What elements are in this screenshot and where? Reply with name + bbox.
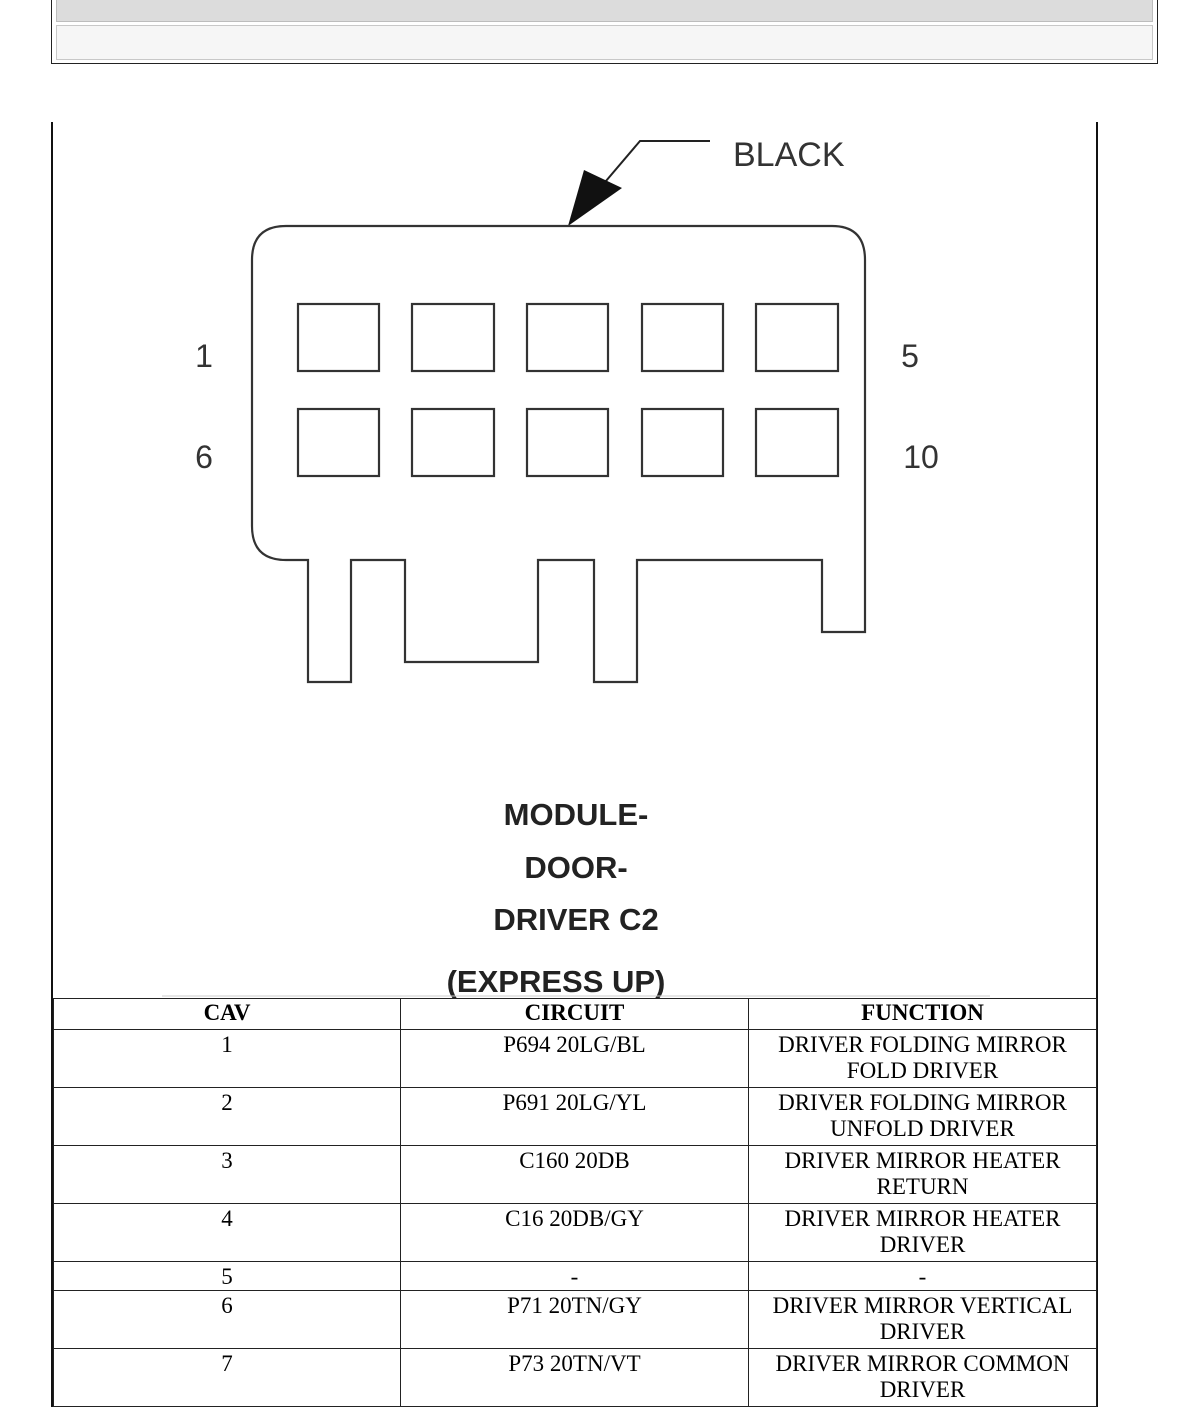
label-arrow: [568, 170, 622, 226]
pin-label-5: 5: [901, 338, 919, 374]
cavity-7: [410, 407, 496, 478]
header-frame: [51, 0, 1158, 64]
table-row: 5 - -: [53, 1261, 1097, 1291]
cavity-10: [754, 407, 840, 478]
table-row: 6 P71 20TN/GY DRIVER MIRROR VERTICAL DRI…: [53, 1290, 1097, 1349]
cavity-2: [410, 302, 496, 373]
cavity-9: [640, 407, 725, 478]
content-frame: [51, 122, 1098, 1407]
table-row: 1 P694 20LG/BL DRIVER FOLDING MIRROR FOL…: [53, 1029, 1097, 1088]
cavity-1: [296, 302, 381, 373]
cell-cav: 2: [53, 1087, 401, 1146]
table-row: 2 P691 20LG/YL DRIVER FOLDING MIRROR UNF…: [53, 1087, 1097, 1146]
cell-function: DRIVER MIRROR VERTICAL DRIVER: [748, 1290, 1097, 1349]
pin-label-10: 10: [903, 439, 939, 475]
header-row: [56, 25, 1153, 60]
table-row: 7 P73 20TN/VT DRIVER MIRROR COMMON DRIVE…: [53, 1348, 1097, 1407]
cell-circuit: -: [400, 1261, 749, 1291]
table-row: 3 C160 20DB DRIVER MIRROR HEATER RETURN: [53, 1145, 1097, 1204]
cavity-3: [525, 302, 610, 373]
cell-function: DRIVER MIRROR COMMON DRIVER: [748, 1348, 1097, 1407]
connector-body: [250, 224, 867, 684]
cell-function: DRIVER MIRROR HEATER RETURN: [748, 1145, 1097, 1204]
caption-line-3: DRIVER C2: [493, 902, 658, 937]
connector-color-label: BLACK: [733, 136, 845, 174]
cell-cav: 5: [53, 1261, 401, 1291]
header-cav: CAV: [53, 998, 401, 1030]
cell-cav: 3: [53, 1145, 401, 1204]
cavity-6: [296, 407, 381, 478]
pin-label-6: 6: [195, 439, 213, 475]
cell-cav: 7: [53, 1348, 401, 1407]
header-circuit: CIRCUIT: [400, 998, 749, 1030]
table-row: 4 C16 20DB/GY DRIVER MIRROR HEATER DRIVE…: [53, 1203, 1097, 1262]
cell-circuit: P691 20LG/YL: [400, 1087, 749, 1146]
cell-cav: 6: [53, 1290, 401, 1349]
cell-function: -: [748, 1261, 1097, 1291]
cell-cav: 4: [53, 1203, 401, 1262]
cavity-5: [754, 302, 840, 373]
cell-circuit: P71 20TN/GY: [400, 1290, 749, 1349]
cavity-4: [640, 302, 725, 373]
cell-circuit: C16 20DB/GY: [400, 1203, 749, 1262]
table-header-row: CAV CIRCUIT FUNCTION: [53, 998, 1097, 1030]
connector-diagram: BLACK 1 5 6 10 MODULE- DOOR- DRIVER C2 (…: [162, 136, 990, 999]
cell-circuit: P694 20LG/BL: [400, 1029, 749, 1088]
header-bar: [56, 0, 1153, 22]
caption-line-1: MODULE-: [504, 797, 649, 832]
caption-line-4: (EXPRESS UP): [447, 964, 666, 999]
cell-function: DRIVER MIRROR HEATER DRIVER: [748, 1203, 1097, 1262]
pin-label-1: 1: [195, 338, 213, 374]
header-function: FUNCTION: [748, 998, 1097, 1030]
cell-cav: 1: [53, 1029, 401, 1088]
cell-function: DRIVER FOLDING MIRROR FOLD DRIVER: [748, 1029, 1097, 1088]
cell-circuit: P73 20TN/VT: [400, 1348, 749, 1407]
cavity-8: [525, 407, 610, 478]
label-leader-line: [599, 140, 710, 189]
caption-line-2: DOOR-: [524, 850, 627, 885]
cell-function: DRIVER FOLDING MIRROR UNFOLD DRIVER: [748, 1087, 1097, 1146]
cell-circuit: C160 20DB: [400, 1145, 749, 1204]
pinout-table: CAV CIRCUIT FUNCTION 1 P694 20LG/BL DRIV…: [53, 998, 1097, 1407]
